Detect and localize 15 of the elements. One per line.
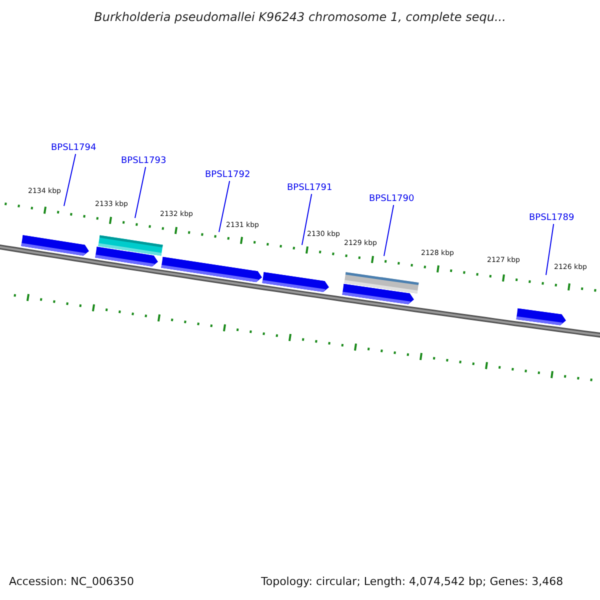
sequence-info-text: Topology: circular; Length: 4,074,542 bp; Genes: 3,468 <box>261 575 564 588</box>
gene-label: BPSL1789 <box>529 213 574 224</box>
gene-label: BPSL1794 <box>51 143 96 154</box>
leader-line <box>218 180 230 232</box>
gene-label: BPSL1791 <box>287 183 332 194</box>
gene-label: BPSL1790 <box>369 194 414 205</box>
leader-line <box>134 166 146 218</box>
leader-line <box>302 194 312 246</box>
title: Burkholderia pseudomallei K96243 chromosome 1, complete sequ... <box>93 10 507 24</box>
accession-text: Accession: NC_006350 <box>9 575 134 588</box>
gene-label: BPSL1793 <box>121 156 166 167</box>
leader-line <box>64 154 76 206</box>
leader-line <box>384 204 394 256</box>
gene-label: BPSL1792 <box>205 170 250 181</box>
leader-line <box>546 224 554 276</box>
